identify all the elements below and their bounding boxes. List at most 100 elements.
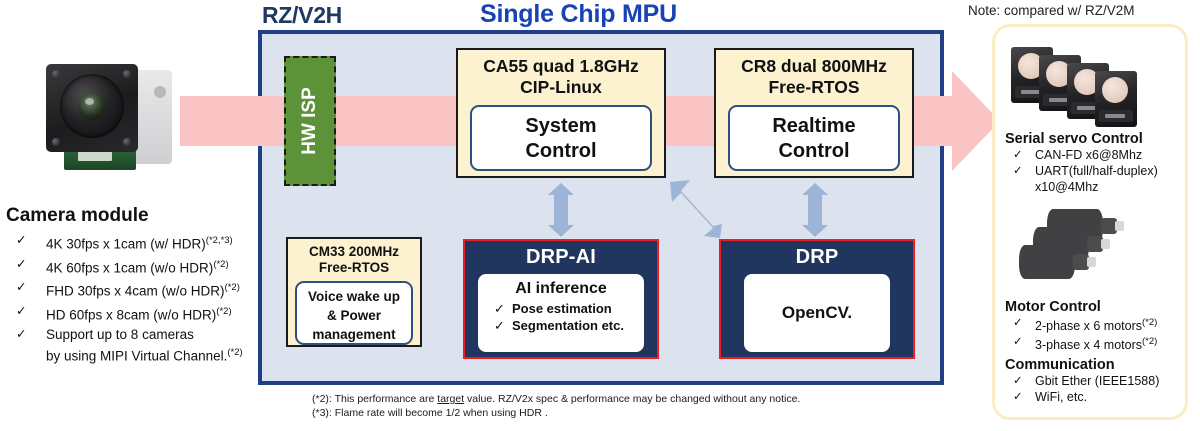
block-drp-ai-subtitle: AI inference — [515, 280, 607, 297]
block-drp-inner: OpenCV. — [743, 273, 891, 353]
motor-image — [1013, 209, 1173, 281]
serial-servo-image — [1009, 39, 1179, 127]
serial-servo-title: Serial servo Control — [1005, 131, 1143, 147]
footnote-marker: (*2) — [227, 346, 243, 358]
comparison-note: Note: compared w/ RZ/V2M — [968, 3, 1135, 18]
block-drp-ai-title: DRP-AI — [525, 246, 597, 268]
block-cm33-title-line1: CM33 200MHz — [308, 244, 400, 259]
list-item-label: UART(full/half-duplex) — [1035, 164, 1158, 178]
block-ca55-title-line2: CIP-Linux — [520, 77, 602, 97]
block-drp-ai-inner: AI inference ✓ Pose estimation ✓ Segmentati… — [477, 273, 645, 353]
check-icon: ✓ — [1013, 336, 1023, 349]
check-icon: ✓ — [16, 303, 27, 318]
block-cr8-title-line2: Free-RTOS — [768, 77, 860, 97]
block-ca55-inner-line1: System — [525, 115, 597, 137]
list-item-label: 4K 30fps x 1cam (w/ HDR) — [46, 236, 206, 252]
footnote-2-post: value. RZ/V2x spec & performance may be … — [464, 393, 801, 405]
list-item: ✓ Pose estimation — [478, 300, 644, 317]
check-icon: ✓ — [16, 327, 27, 341]
list-item: ✓ Segmentation etc. — [478, 317, 644, 334]
block-ca55-inner: System Control — [470, 105, 652, 171]
footnote-marker: (*2,*3) — [205, 235, 233, 246]
motor-control-section: Motor Control ✓2-phase x 6 motors(*2)✓3-… — [1005, 299, 1157, 353]
list-item-label: Pose estimation — [512, 301, 612, 316]
list-item: ✓CAN-FD x6@8Mhz — [1005, 147, 1158, 163]
block-hw-isp-label: HW ISP — [299, 87, 320, 155]
communication-list: ✓ Gbit Ether (IEEE1588) ✓ WiFi, etc. — [1005, 373, 1159, 405]
list-item-label: HD 60fps x 8cam (w/o HDR) — [46, 307, 217, 322]
check-icon: ✓ — [1013, 391, 1023, 403]
footnote-marker: (*2) — [224, 282, 240, 293]
list-item: ✓4K 60fps x 1cam (w/o HDR)(*2) — [8, 256, 258, 277]
camera-module-spec-list: ✓4K 30fps x 1cam (w/ HDR)(*2,*3)✓4K 60fp… — [8, 232, 258, 367]
block-cr8-inner-line1: Realtime — [772, 115, 856, 137]
motor-control-title: Motor Control — [1005, 299, 1101, 315]
footnote-marker: (*2) — [216, 305, 232, 317]
list-item: ✓3-phase x 4 motors(*2) — [1005, 334, 1157, 353]
list-item-label: Support up to 8 cameras — [46, 327, 194, 342]
block-drp-inner-label: OpenCV. — [781, 303, 853, 322]
block-drp-title: DRP — [795, 246, 839, 268]
list-item: ✓4K 30fps x 1cam (w/ HDR)(*2,*3) — [8, 232, 258, 253]
camera-module-title: Camera module — [6, 205, 149, 226]
block-drp[interactable]: DRP OpenCV. — [719, 239, 915, 359]
list-item: ✓ WiFi, etc. — [1005, 389, 1159, 405]
list-item: ✓ UART(full/half-duplex) x10@4Mhz — [1005, 163, 1158, 195]
arrow-cr8-to-drp — [802, 183, 828, 237]
list-item-label: WiFi, etc. — [1035, 390, 1088, 404]
footnote-2: (*2): This performance are target value.… — [312, 392, 872, 406]
block-ca55-inner-line2: Control — [525, 140, 597, 162]
block-drp-ai[interactable]: DRP-AI AI inference ✓ Pose estimation ✓ Seg… — [463, 239, 659, 359]
block-cm33-title: CM33 200MHz Free-RTOS — [288, 239, 420, 276]
block-ca55-title-line1: CA55 quad 1.8GHz — [483, 56, 639, 76]
check-icon: ✓ — [1013, 165, 1023, 177]
list-item-label: FHD 30fps x 4cam (w/o HDR) — [46, 283, 225, 299]
list-item: ✓FHD 30fps x 4cam (w/o HDR)(*2) — [8, 279, 258, 300]
list-item-label: CAN-FD x6@8Mhz — [1035, 148, 1143, 162]
footnote-marker: (*2) — [1142, 317, 1158, 328]
list-item-continuation: x10@4Mhz — [1035, 180, 1099, 194]
arrow-ca55-to-drpai — [548, 183, 574, 237]
footnote-2-underline: target — [437, 393, 465, 405]
list-item-continuation: by using MIPI Virtual Channel.(*2) — [46, 346, 243, 364]
block-cm33-inner-line1: Voice wake up — [307, 289, 401, 304]
block-cr8-title-line1: CR8 dual 800MHz — [741, 56, 887, 76]
page-title: Single Chip MPU — [480, 0, 678, 28]
block-cr8[interactable]: CR8 dual 800MHz Free-RTOS Realtime Contr… — [714, 48, 914, 178]
communication-section: Communication ✓ Gbit Ether (IEEE1588) ✓ WiF… — [1005, 357, 1159, 405]
camera-module-image — [34, 56, 184, 174]
check-icon: ✓ — [494, 301, 505, 316]
block-cr8-inner: Realtime Control — [728, 105, 900, 171]
block-cm33-inner-line3: management — [312, 327, 396, 342]
block-cr8-inner-line2: Control — [778, 140, 850, 162]
block-cm33-title-line2: Free-RTOS — [318, 260, 390, 275]
serial-servo-list: ✓CAN-FD x6@8Mhz ✓ UART(full/half-duplex) x1… — [1005, 147, 1158, 195]
peripherals-panel: Serial servo Control ✓CAN-FD x6@8Mhz✓UAR… — [992, 24, 1188, 420]
block-ca55[interactable]: CA55 quad 1.8GHz CIP-Linux System Contro… — [456, 48, 666, 178]
check-icon: ✓ — [494, 318, 505, 333]
list-item: ✓ Support up to 8 cameras by using MIPI Vi… — [8, 326, 258, 365]
list-item-label: Segmentation etc. — [512, 318, 624, 333]
list-item-label: Gbit Ether (IEEE1588) — [1035, 374, 1160, 388]
communication-title: Communication — [1005, 357, 1115, 373]
check-icon: ✓ — [1013, 375, 1023, 387]
footnote-2-pre: (*2): This performance are — [312, 393, 438, 405]
list-item: ✓2-phase x 6 motors(*2) — [1005, 315, 1157, 334]
block-cm33[interactable]: CM33 200MHz Free-RTOS Voice wake up & Po… — [286, 237, 422, 347]
block-cm33-inner-line2: & Power — [326, 308, 381, 323]
list-item-label: 4K 60fps x 1cam (w/o HDR) — [46, 260, 214, 275]
block-ca55-title: CA55 quad 1.8GHz CIP-Linux — [458, 50, 664, 98]
serial-servo-section: Serial servo Control ✓CAN-FD x6@8Mhz ✓ UAR… — [1005, 131, 1158, 195]
arrow-cr8-to-drpai-diagonal — [670, 180, 722, 238]
block-cr8-title: CR8 dual 800MHz Free-RTOS — [716, 50, 912, 98]
block-drp-ai-list: ✓ Pose estimation ✓ Segmentation etc. — [478, 300, 644, 334]
check-icon: ✓ — [16, 256, 27, 271]
check-icon: ✓ — [1013, 317, 1023, 329]
block-cm33-inner: Voice wake up & Power management — [295, 281, 413, 345]
motor-control-list: ✓2-phase x 6 motors(*2)✓3-phase x 4 moto… — [1005, 315, 1157, 353]
block-hw-isp[interactable]: HW ISP — [284, 56, 336, 186]
list-item: ✓ Gbit Ether (IEEE1588) — [1005, 373, 1159, 389]
footnotes: (*2): This performance are target value.… — [312, 392, 872, 420]
list-item: ✓ HD 60fps x 8cam (w/o HDR)(*2) — [8, 303, 258, 324]
